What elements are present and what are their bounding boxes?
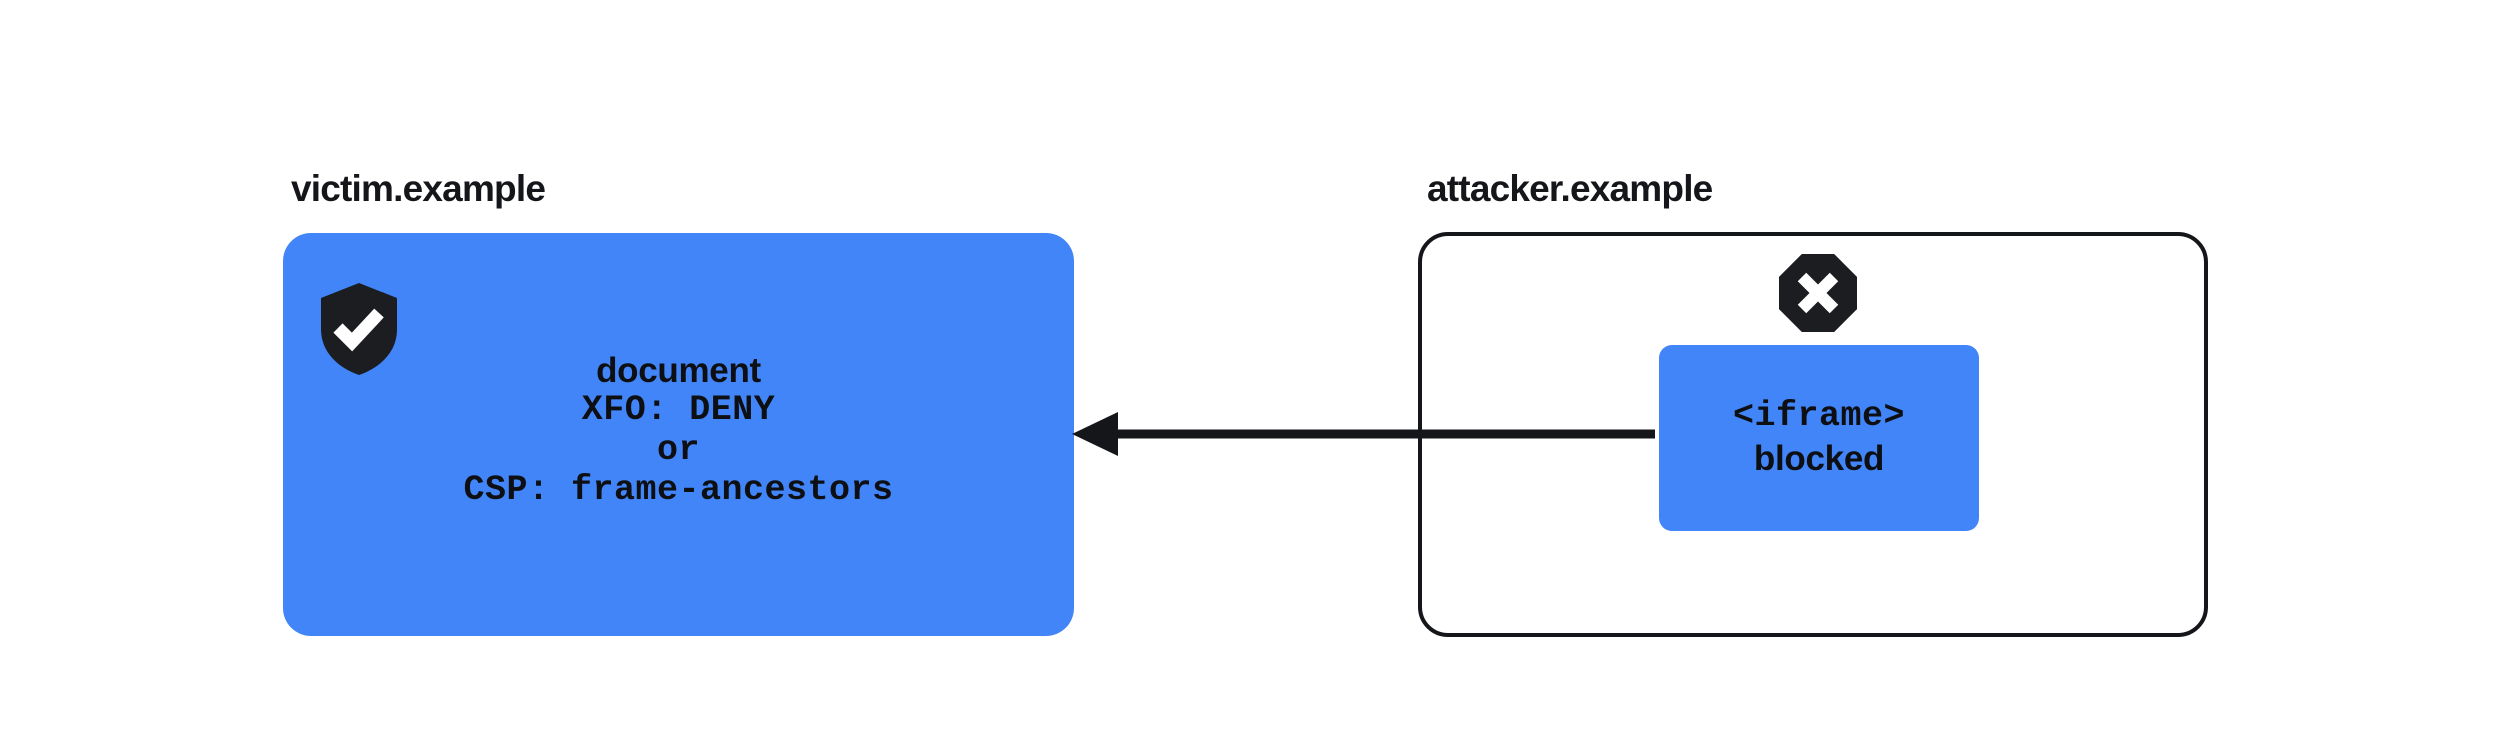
victim-policy-text: document XFO: DENY or CSP: frame-ancesto… [283,351,1074,511]
attacker-page-panel: <iframe> blocked [1418,232,2208,637]
victim-line-csp: CSP: frame-ancestors [463,469,894,510]
shield-check-icon [321,283,397,375]
victim-line-or: or [656,429,700,470]
blocked-iframe-block: <iframe> blocked [1659,345,1979,531]
victim-line-xfo: XFO: DENY [581,389,776,430]
iframe-tag-label: <iframe> [1732,396,1906,437]
victim-document-panel: document XFO: DENY or CSP: frame-ancesto… [283,233,1074,636]
octagon-x-icon [1779,254,1857,332]
victim-line-document: document [596,351,761,390]
attacker-origin-label: attacker.example [1427,168,1713,209]
victim-origin-label: victim.example [291,168,546,209]
iframe-state-label: blocked [1753,439,1885,478]
